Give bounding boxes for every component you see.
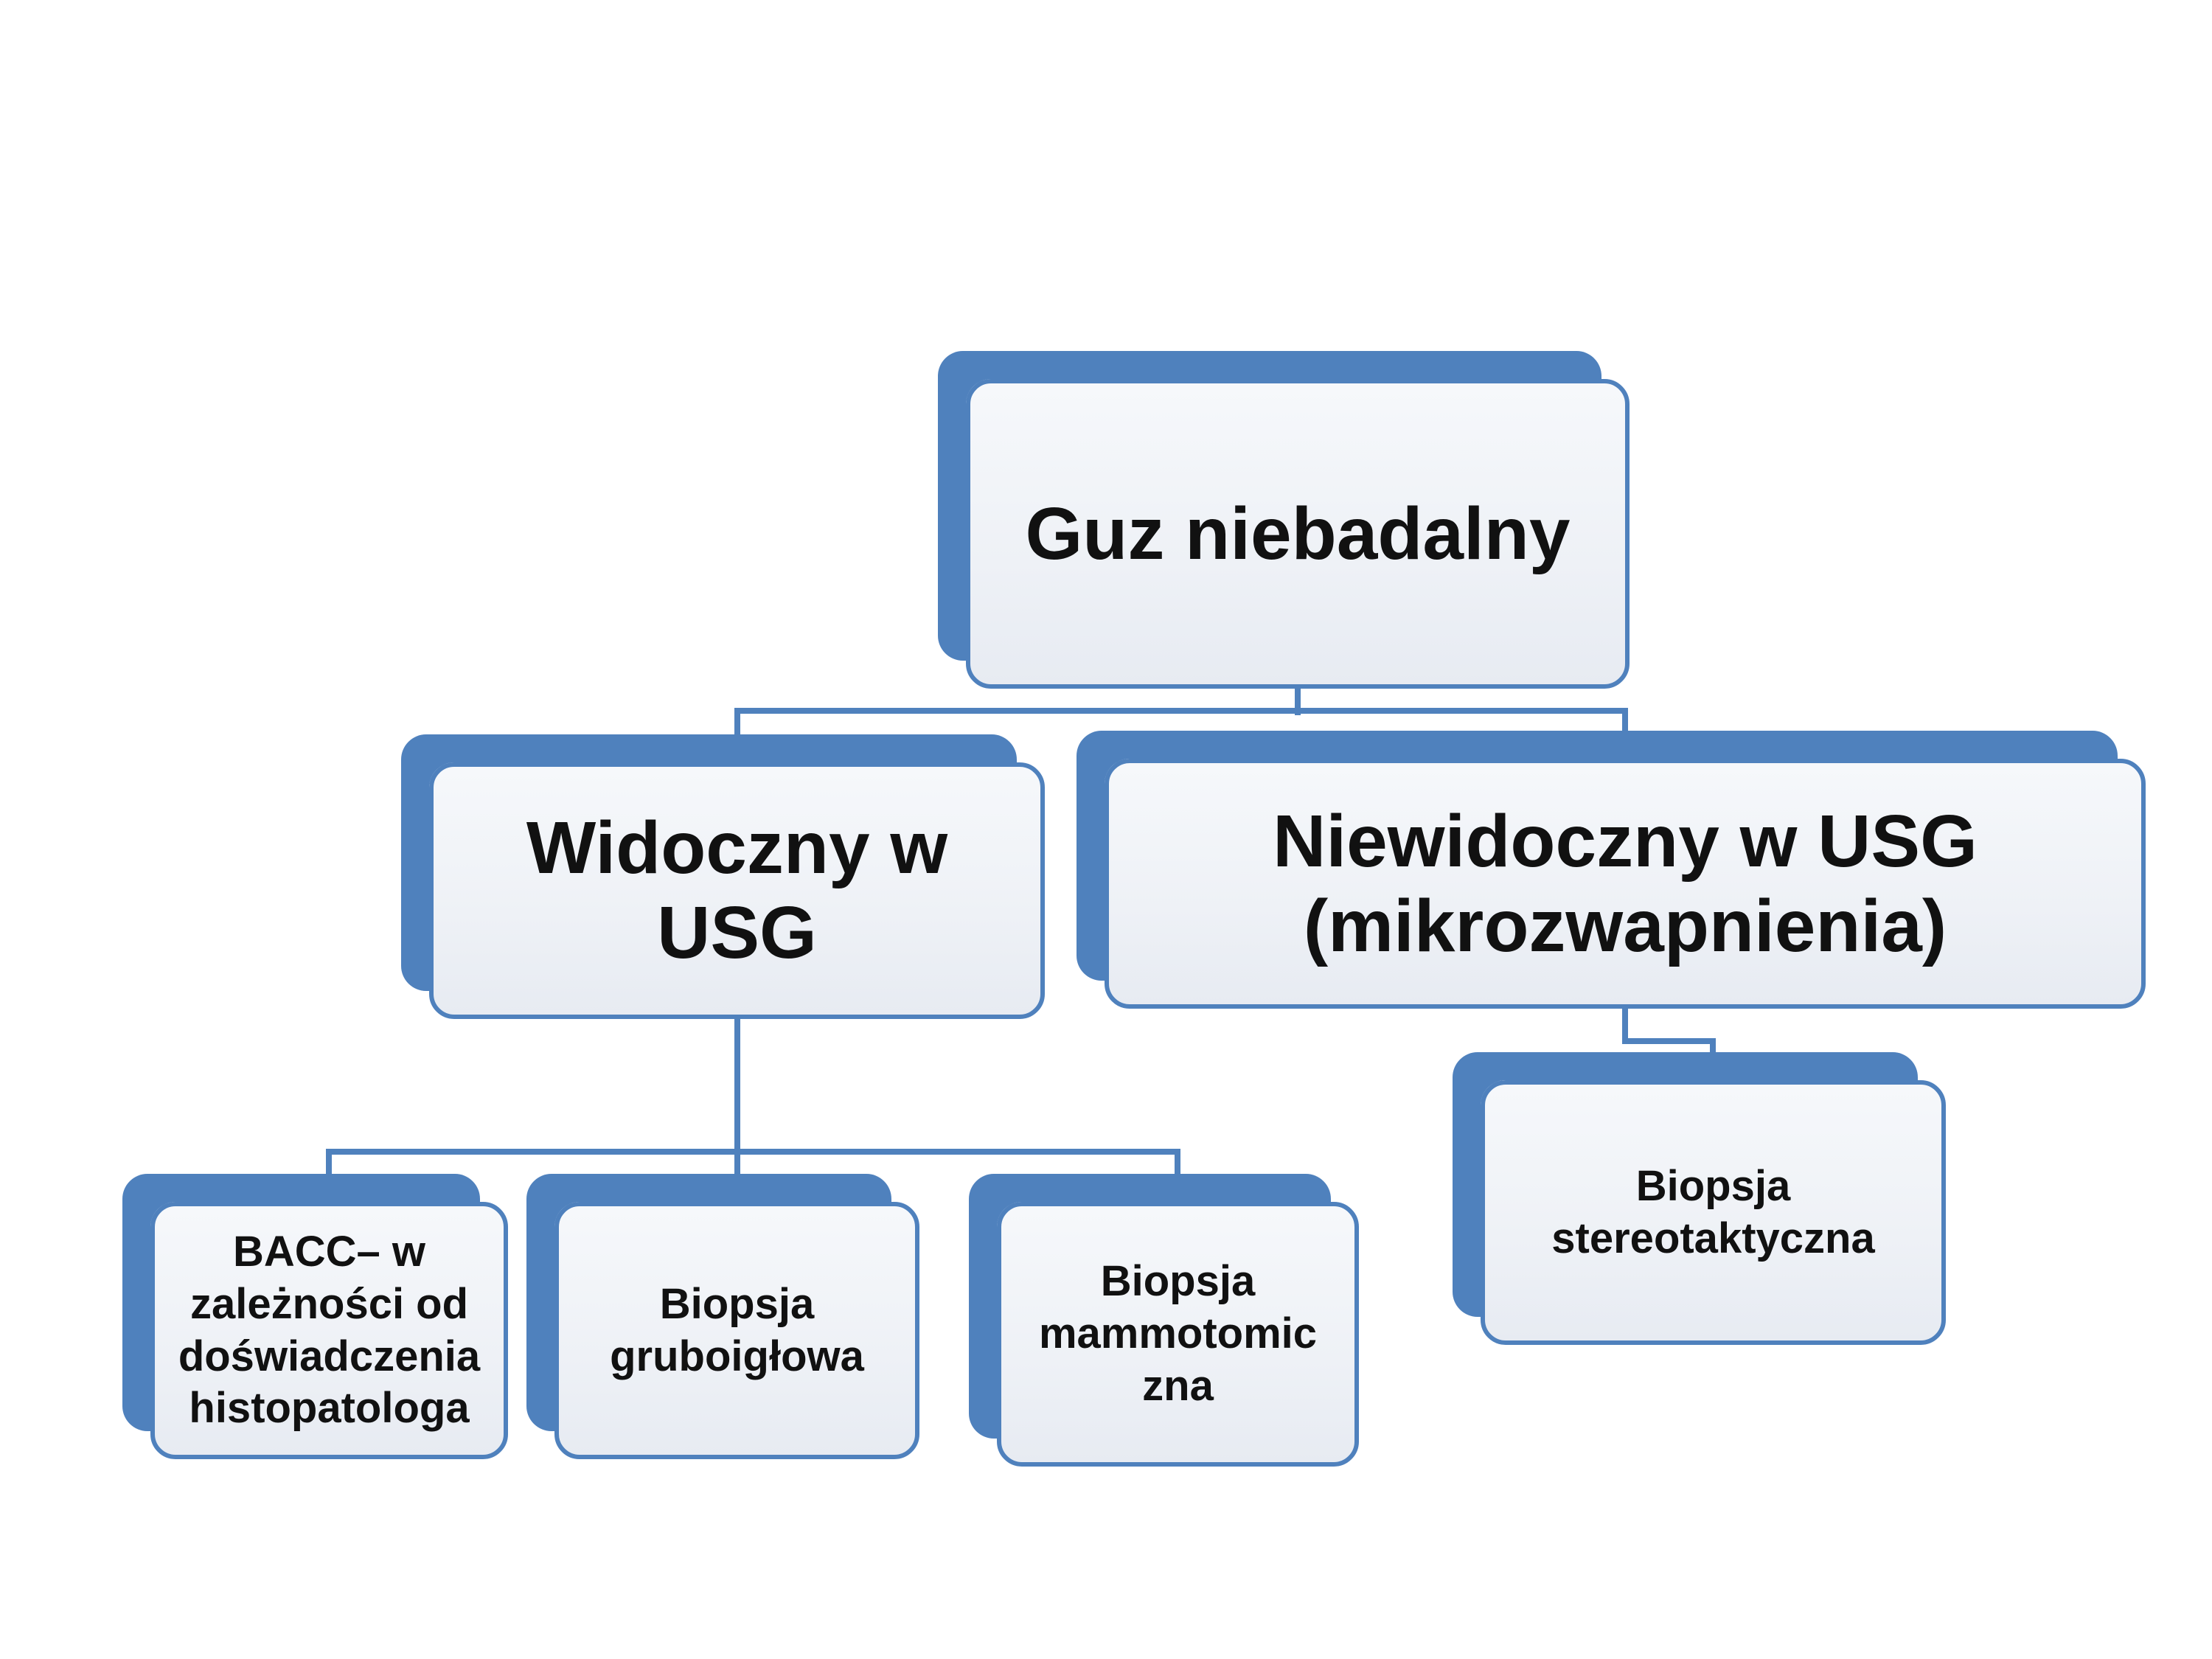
node-widoczny-w-usg-label: Widoczny w USG	[526, 807, 948, 974]
node-niewidoczny-w-usg: Niewidoczny w USG (mikrozwapnienia)	[1105, 759, 2146, 1009]
node-biopsja-gruboiglowa-label: Biopsja gruboigłowa	[610, 1279, 864, 1380]
connector-level3-horizontal	[326, 1149, 1180, 1155]
node-widoczny-w-usg: Widoczny w USG	[429, 762, 1045, 1019]
connector-to-bacc-node	[326, 1149, 332, 1206]
node-bacc: BACC– w zależności od doświadczenia hist…	[150, 1202, 508, 1459]
connector-level2-horizontal	[734, 708, 1628, 714]
node-biopsja-stereotaktyczna: Biopsja stereotaktyczna	[1481, 1080, 1946, 1345]
connector-to-stereo-node	[1710, 1038, 1716, 1084]
connector-root-stub	[1295, 686, 1301, 715]
node-biopsja-mammotomiczna-label: Biopsja mammotomiczna	[1038, 1257, 1318, 1410]
connector-left-stub	[734, 1016, 740, 1205]
node-bacc-label: BACC– w zależności od doświadczenia hist…	[178, 1228, 481, 1433]
node-guz-niebadalny: Guz niebadalny	[966, 379, 1630, 689]
connector-right-stub	[1622, 1006, 1628, 1044]
node-niewidoczny-w-usg-label: Niewidoczny w USG (mikrozwapnienia)	[1273, 799, 1978, 967]
node-guz-niebadalny-label: Guz niebadalny	[1025, 493, 1571, 575]
connector-to-mammo-node	[1175, 1149, 1180, 1206]
connector-to-right-node	[1622, 708, 1628, 764]
node-biopsja-gruboiglowa: Biopsja gruboigłowa	[554, 1202, 919, 1459]
connector-to-left-node	[734, 708, 740, 767]
node-biopsja-stereotaktyczna-label: Biopsja stereotaktyczna	[1551, 1161, 1875, 1262]
node-biopsja-mammotomiczna: Biopsja mammotomiczna	[997, 1202, 1359, 1467]
connector-right-elbow	[1622, 1038, 1716, 1044]
